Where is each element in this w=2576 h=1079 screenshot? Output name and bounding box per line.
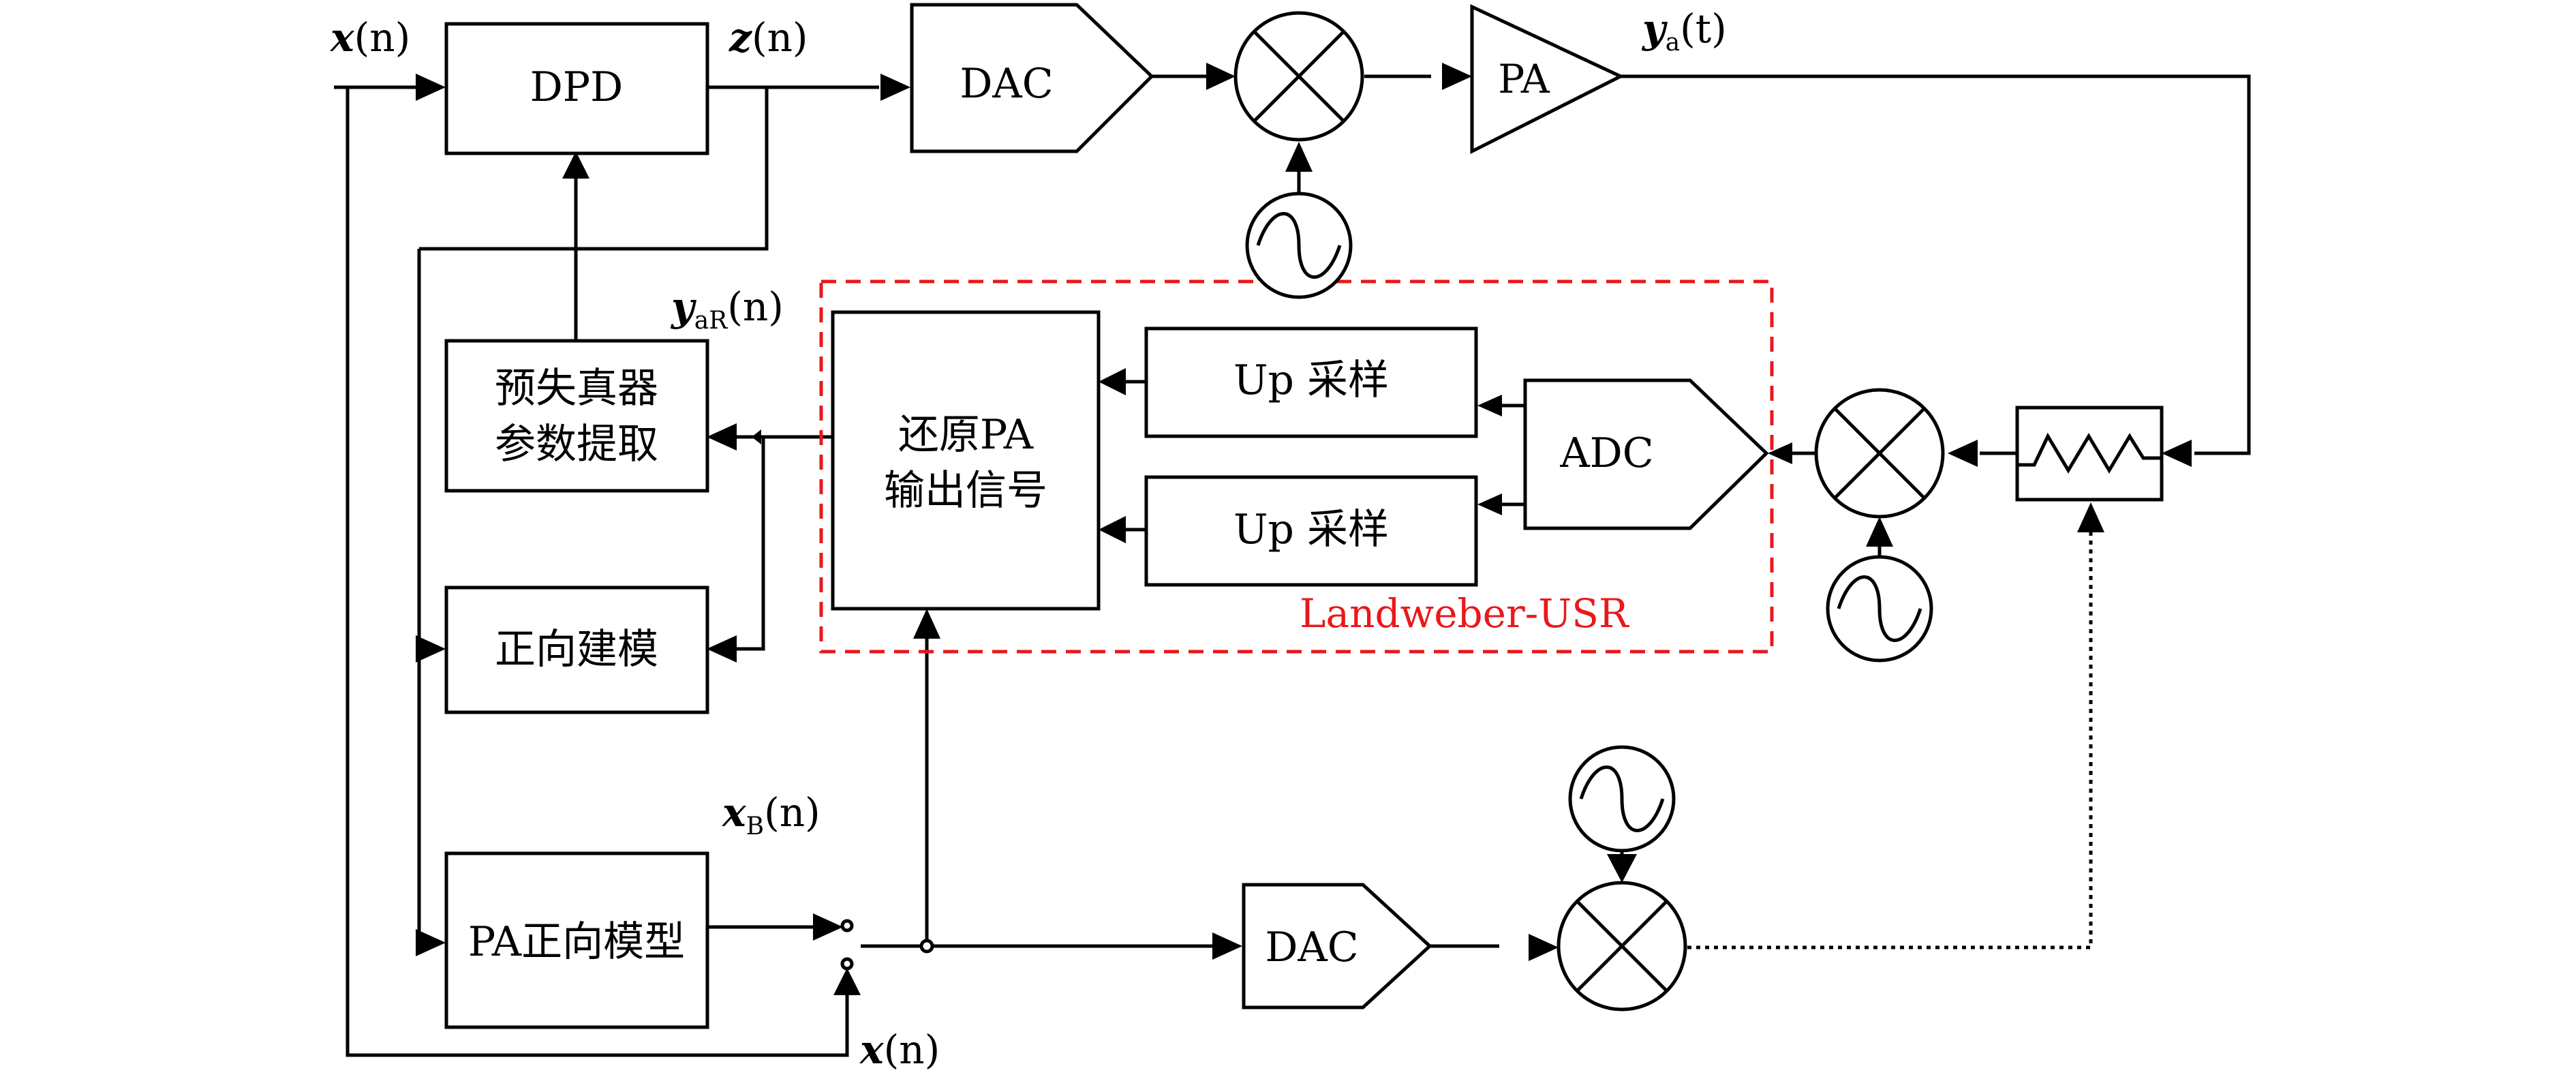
dpd-label: DPD: [530, 63, 624, 111]
dac-bottom-label: DAC: [1265, 924, 1358, 971]
forward-modeling-label: 正向建模: [495, 626, 658, 673]
switch-contact-bottom: [840, 957, 854, 971]
restore-pa-output-block: 还原PA 输出信号: [831, 310, 1101, 611]
restore-label-line1: 还原PA: [898, 411, 1034, 459]
up-sample-block-2: Up 采样: [1144, 475, 1478, 587]
forward-modeling-block: 正向建模: [444, 586, 709, 714]
signal-label-xB: xB(n): [721, 789, 821, 840]
dac-bottom-block: DAC: [1242, 883, 1432, 1009]
restore-label-line2: 输出信号: [884, 467, 1047, 515]
signal-label-x-input: x(n): [329, 14, 410, 61]
mixer-3: [1559, 883, 1685, 1009]
dac-top-label: DAC: [960, 60, 1053, 108]
signal-label-z: z(n): [729, 14, 808, 61]
junction-dot: [919, 939, 934, 954]
signal-label-yaR: yaR(n): [670, 284, 784, 335]
oscillator-1-icon: [1247, 194, 1351, 297]
adc-label: ADC: [1559, 429, 1653, 477]
mixer-1: [1236, 13, 1362, 140]
signal-label-x-bottom: x(n): [859, 1027, 940, 1073]
dpd-block: DPD: [444, 22, 709, 155]
up-sample-label-2: Up 采样: [1233, 506, 1389, 553]
predistorter-label-line2: 参数提取: [495, 421, 658, 468]
up-sample-label-1: Up 采样: [1233, 356, 1389, 404]
switch-contact-top: [840, 919, 854, 932]
pa-forward-model-block: PA正向模型: [444, 851, 709, 1029]
dac-top-block: DAC: [910, 3, 1154, 153]
up-sample-block-1: Up 采样: [1144, 326, 1478, 438]
adc-block: ADC: [1523, 378, 1769, 530]
predistorter-label-line1: 预失真器: [495, 365, 658, 412]
signal-label-ya: ya(t): [1641, 5, 1727, 57]
oscillator-2-icon: [1828, 557, 1931, 660]
region-label: Landweber-USR: [1300, 590, 1630, 637]
predistorter-extract-block: 预失真器 参数提取: [444, 339, 709, 493]
pa-label: PA: [1498, 56, 1550, 102]
attenuator-icon: [2015, 406, 2164, 502]
pa-forward-model-label: PA正向模型: [468, 918, 685, 966]
arrowheads: [416, 63, 2192, 995]
mixer-2: [1816, 390, 1943, 517]
pa-block: PA: [1470, 4, 1625, 155]
oscillator-3-icon: [1570, 747, 1674, 851]
